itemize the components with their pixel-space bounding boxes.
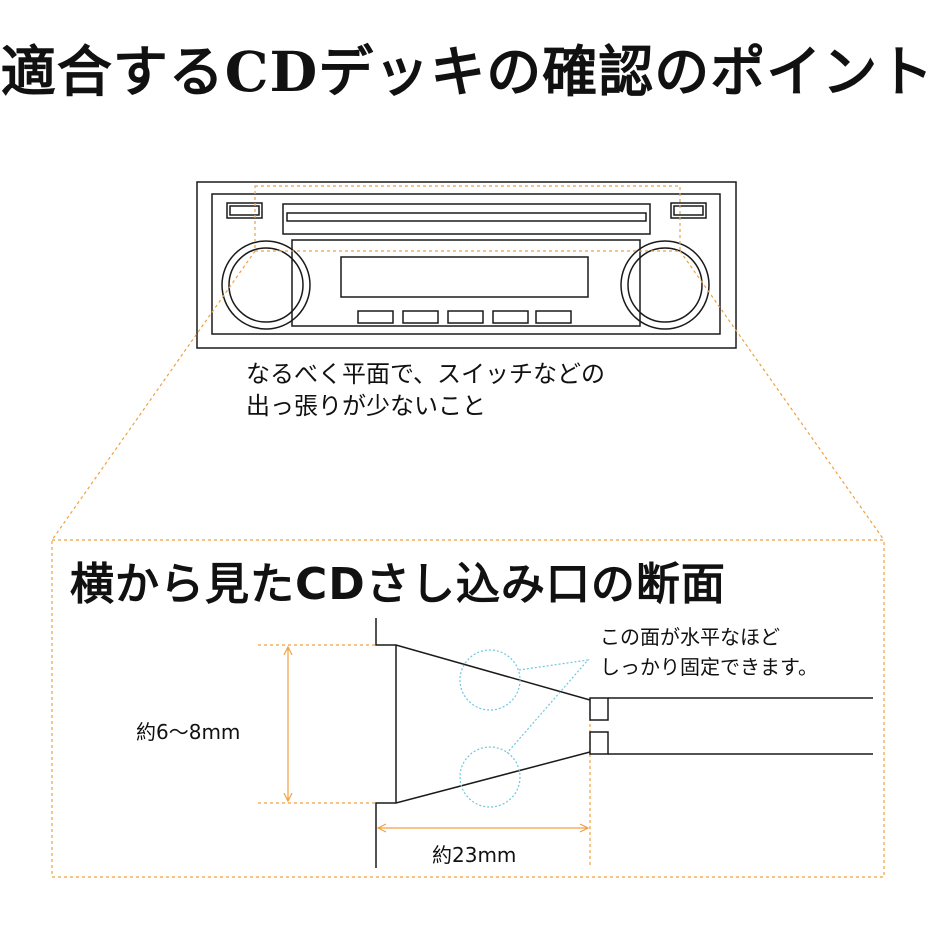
preset-button-2 [402, 310, 439, 324]
cd-deck-illustration [196, 181, 737, 349]
right-button-inner [673, 205, 704, 216]
width-arrow-right [579, 823, 590, 833]
callout-note-line-1: この面が水平なほど [600, 625, 780, 649]
width-arrow-left [376, 823, 387, 833]
preset-button-4 [492, 310, 529, 324]
slot-guide-bottom [589, 731, 609, 755]
outer-face-top [375, 618, 591, 701]
height-arrow-top [283, 645, 293, 656]
left-knob-outer [221, 240, 311, 330]
deck-note: なるべく平面で、スイッチなどの 出っ張りが少ないこと [246, 358, 676, 422]
cross-section-frame [51, 539, 885, 878]
slot-guide-top [589, 697, 609, 721]
zoom-source-box [254, 185, 681, 252]
cd-slot [286, 212, 647, 222]
left-button [226, 202, 263, 219]
callout-note-line-2: しっかり固定できます。 [600, 655, 818, 679]
preset-button-1 [357, 310, 394, 324]
deck-inner-frame [211, 193, 721, 335]
right-knob-outer [620, 240, 710, 330]
outer-face-bottom [375, 751, 591, 868]
deck-note-line-1: なるべく平面で、スイッチなどの [246, 360, 606, 388]
cross-section-title: 横から見たCDさし込み口の断面 [70, 559, 726, 610]
zoom-line-right [679, 250, 885, 541]
zoom-line-left [51, 250, 256, 541]
callouts [459, 649, 590, 808]
callout-circle-bottom [459, 746, 521, 808]
left-knob-inner [228, 247, 304, 323]
faceplate-panel [291, 239, 641, 327]
right-knob-inner [627, 247, 703, 323]
height-dimension-label: 約6〜8mm [136, 720, 241, 744]
guide-lines [51, 185, 885, 878]
display-window [340, 256, 589, 298]
right-button [670, 202, 707, 219]
preset-button-3 [447, 310, 484, 324]
callout-circle-top [459, 649, 521, 711]
slot-cross-section [375, 618, 873, 868]
deck-note-line-2: 出っ張りが少ないこと [246, 392, 486, 420]
width-dimension-label: 約23mm [432, 843, 517, 867]
left-button-inner [229, 205, 260, 216]
deck-outer-frame [196, 181, 737, 349]
cd-slot-housing [282, 203, 651, 235]
dimension-arrows [283, 645, 590, 833]
callout-leader [506, 659, 590, 754]
callout-note: この面が水平なほど しっかり固定できます。 [600, 622, 818, 682]
height-arrow-bottom [283, 792, 293, 803]
preset-button-5 [535, 310, 572, 324]
page-title: 適合するCDデッキの確認のポイント [0, 39, 935, 104]
